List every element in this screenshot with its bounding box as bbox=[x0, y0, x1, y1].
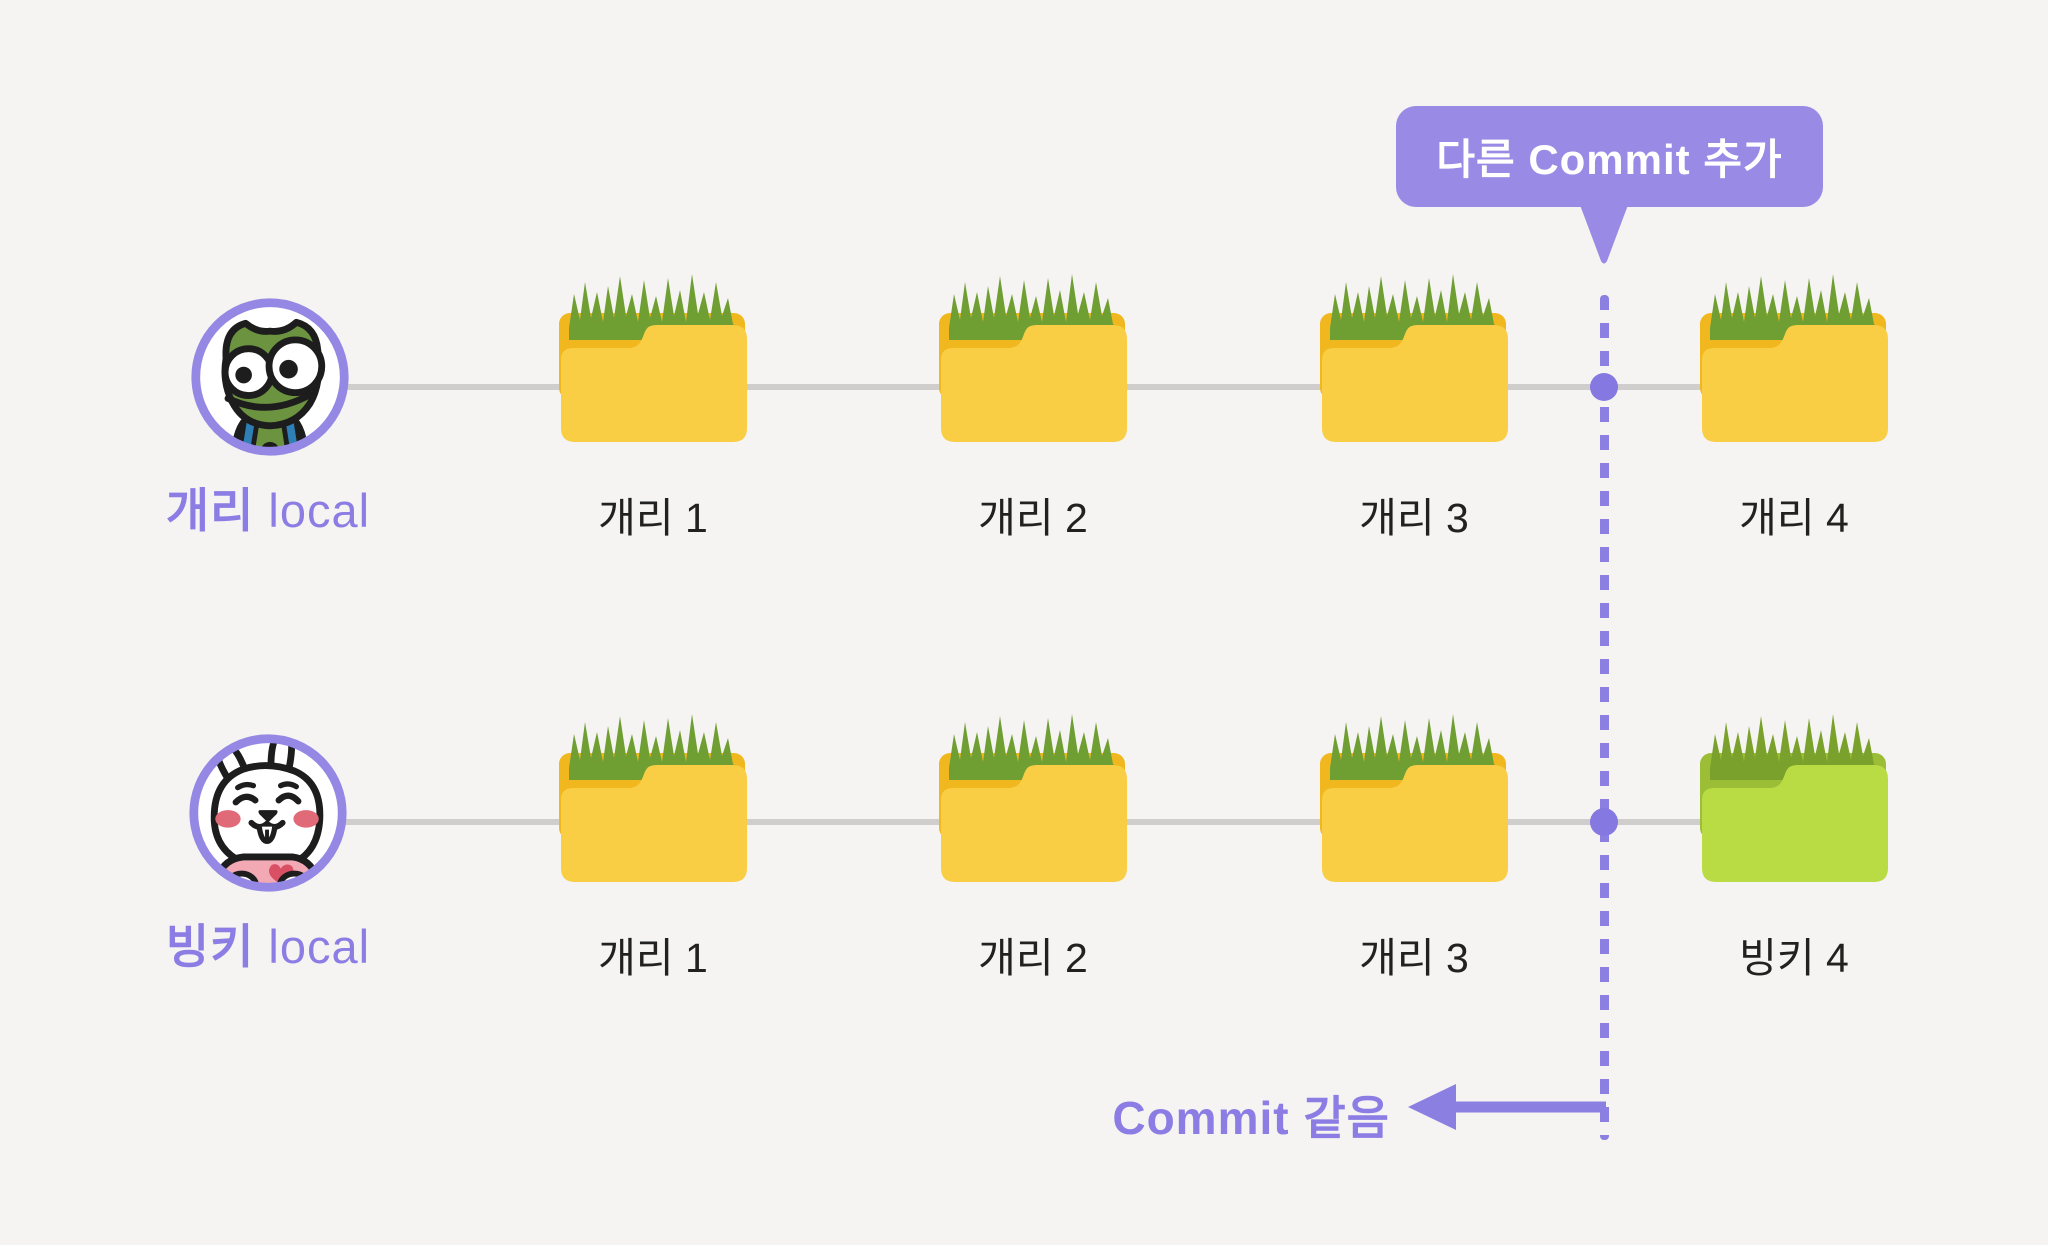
binky-suffix: local bbox=[254, 920, 371, 973]
gary-name: 개리 bbox=[165, 484, 255, 537]
frog-avatar-icon bbox=[191, 298, 349, 456]
folder-caption: 개리 4 bbox=[1739, 495, 1849, 541]
yellow-folder-grass-icon bbox=[1700, 274, 1888, 442]
folder-caption: 개리 1 bbox=[598, 935, 708, 981]
folder-binky-row-3: 개리 3 bbox=[1318, 710, 1510, 981]
binky-avatar bbox=[185, 730, 351, 896]
binky-name: 빙키 bbox=[165, 920, 255, 973]
green-folder-grass-icon bbox=[1700, 714, 1888, 882]
folder-gary-1: 개리 1 bbox=[557, 270, 749, 541]
binky-local-label: 빙키 local bbox=[48, 908, 488, 977]
same-commit-label: Commit 같음 bbox=[1112, 1092, 1390, 1144]
folder-caption: 개리 2 bbox=[978, 935, 1088, 981]
commit-node-dot-gary bbox=[1590, 373, 1618, 401]
folder-caption: 개리 3 bbox=[1359, 935, 1469, 981]
folder-gary-2: 개리 2 bbox=[937, 270, 1129, 541]
rabbit-avatar-icon bbox=[189, 734, 347, 892]
yellow-folder-grass-icon bbox=[1320, 274, 1508, 442]
folder-binky-4: 빙키 4 bbox=[1698, 710, 1890, 981]
folder-caption: 개리 3 bbox=[1359, 495, 1469, 541]
yellow-folder-grass-icon bbox=[939, 274, 1127, 442]
yellow-folder-grass-icon bbox=[939, 714, 1127, 882]
commit-divider-dashed-line bbox=[1600, 295, 1609, 1140]
yellow-folder-grass-icon bbox=[559, 714, 747, 882]
yellow-folder-grass-icon bbox=[559, 274, 747, 442]
gary-suffix: local bbox=[254, 484, 371, 537]
gary-local-label: 개리 local bbox=[48, 472, 488, 541]
folder-gary-4: 개리 4 bbox=[1698, 270, 1890, 541]
callout-tail-icon bbox=[1580, 205, 1628, 264]
folder-caption: 개리 2 bbox=[978, 495, 1088, 541]
folder-caption: 빙키 4 bbox=[1739, 935, 1849, 981]
folder-binky-row-2: 개리 2 bbox=[937, 710, 1129, 981]
folder-binky-row-1: 개리 1 bbox=[557, 710, 749, 981]
callout-bubble: 다른 Commit 추가 bbox=[1396, 106, 1823, 207]
yellow-folder-grass-icon bbox=[1320, 714, 1508, 882]
left-arrow-icon bbox=[1408, 1084, 1606, 1130]
folder-caption: 개리 1 bbox=[598, 495, 708, 541]
gary-avatar bbox=[187, 294, 353, 460]
folder-gary-3: 개리 3 bbox=[1318, 270, 1510, 541]
callout-text: 다른 Commit 추가 bbox=[1436, 136, 1783, 183]
commit-node-dot-binky bbox=[1590, 808, 1618, 836]
